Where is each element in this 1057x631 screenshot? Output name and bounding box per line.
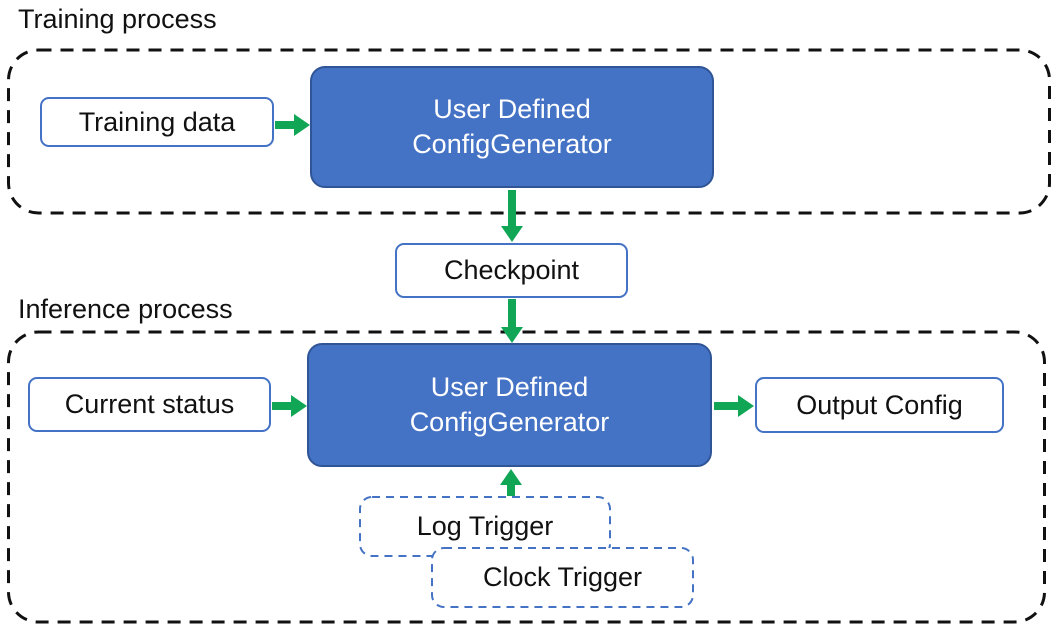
training-process-container — [7, 48, 1051, 215]
inference-config-generator-line1: User Defined — [430, 371, 589, 402]
inference-config-generator-box: User Defined ConfigGenerator — [307, 343, 712, 467]
inference-process-container — [7, 330, 1046, 624]
arrow-current-status-to-generator — [272, 395, 307, 417]
inference-config-generator-line2: ConfigGenerator — [409, 407, 610, 437]
training-config-generator-line2: ConfigGenerator — [412, 129, 612, 159]
inference-process-title: Inference process — [18, 294, 233, 324]
checkpoint-box: Checkpoint — [395, 243, 628, 298]
output-config-box: Output Config — [755, 377, 1004, 433]
current-status-box: Current status — [28, 377, 271, 432]
training-config-generator-box: User Defined ConfigGenerator — [310, 66, 714, 188]
training-data-box: Training data — [40, 97, 274, 147]
arrow-checkpoint-to-generator — [501, 299, 523, 343]
training-config-generator-line1: User Defined — [433, 93, 591, 124]
arrow-training-data-to-generator — [275, 114, 310, 136]
arrow-triggers-to-generator — [500, 469, 522, 496]
log-trigger-label: Log Trigger — [416, 511, 554, 541]
clock-trigger-label: Clock Trigger — [482, 562, 643, 592]
clock-trigger-box — [431, 547, 694, 608]
training-process-title: Training process — [18, 4, 217, 34]
arrow-generator-to-output-config — [714, 395, 754, 417]
arrow-generator-to-checkpoint — [501, 190, 523, 242]
